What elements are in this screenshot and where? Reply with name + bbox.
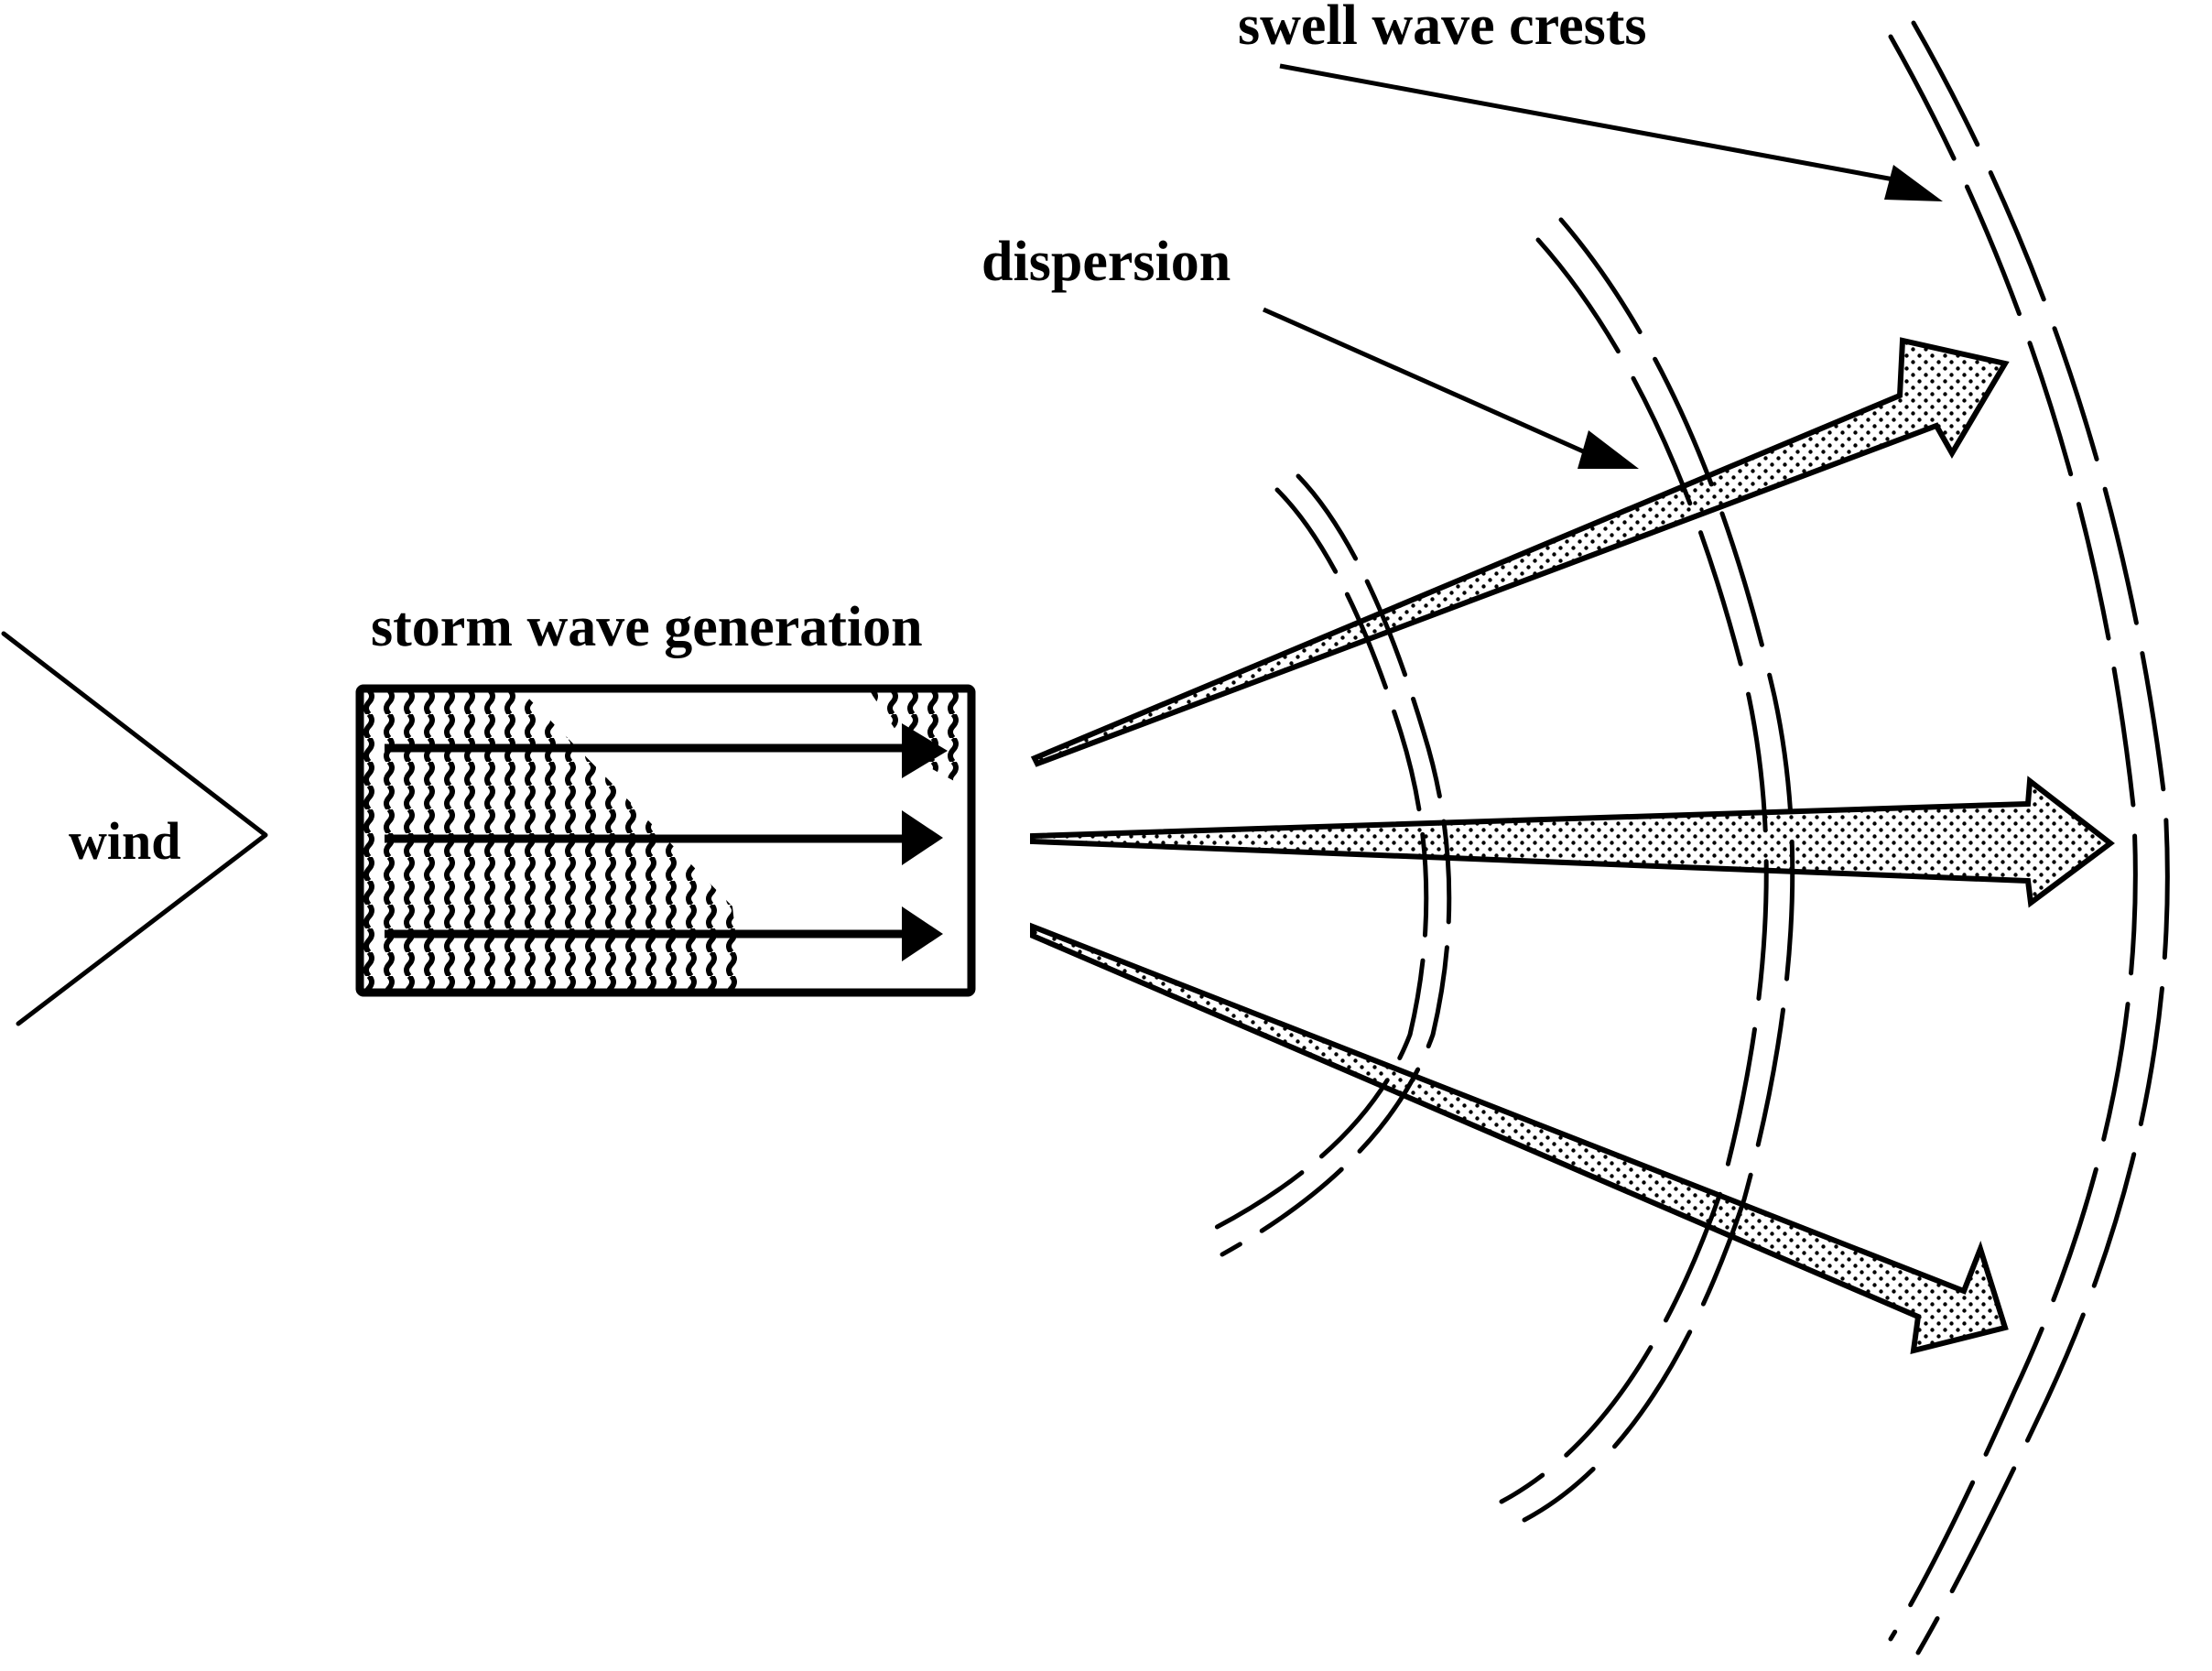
crest-arcs-outer xyxy=(1888,20,2170,1655)
dispersion-label: dispersion xyxy=(981,231,1231,293)
crest-arcs-inner xyxy=(1197,473,1452,1257)
wind-label: wind xyxy=(69,811,181,871)
swell-wave-crests-label: swell wave crests xyxy=(1238,0,1647,57)
wind-arrow-middle xyxy=(385,810,943,865)
crest-arcs-middle xyxy=(1499,217,1795,1523)
dispersion-leader-arrow xyxy=(1262,307,1639,469)
wind-chevron-icon xyxy=(1,631,268,1026)
swell-ray-middle xyxy=(1030,776,2115,908)
storm-generation-box xyxy=(355,684,976,997)
wind-arrow-top xyxy=(385,723,948,778)
storm-wave-generation-label: storm wave generation xyxy=(371,596,923,658)
swell-ray-lower xyxy=(1030,922,2009,1354)
swell-crests-leader-arrow xyxy=(1279,63,1943,201)
swell-ray-upper xyxy=(1030,337,2010,767)
wind-arrow-bottom xyxy=(385,906,943,961)
